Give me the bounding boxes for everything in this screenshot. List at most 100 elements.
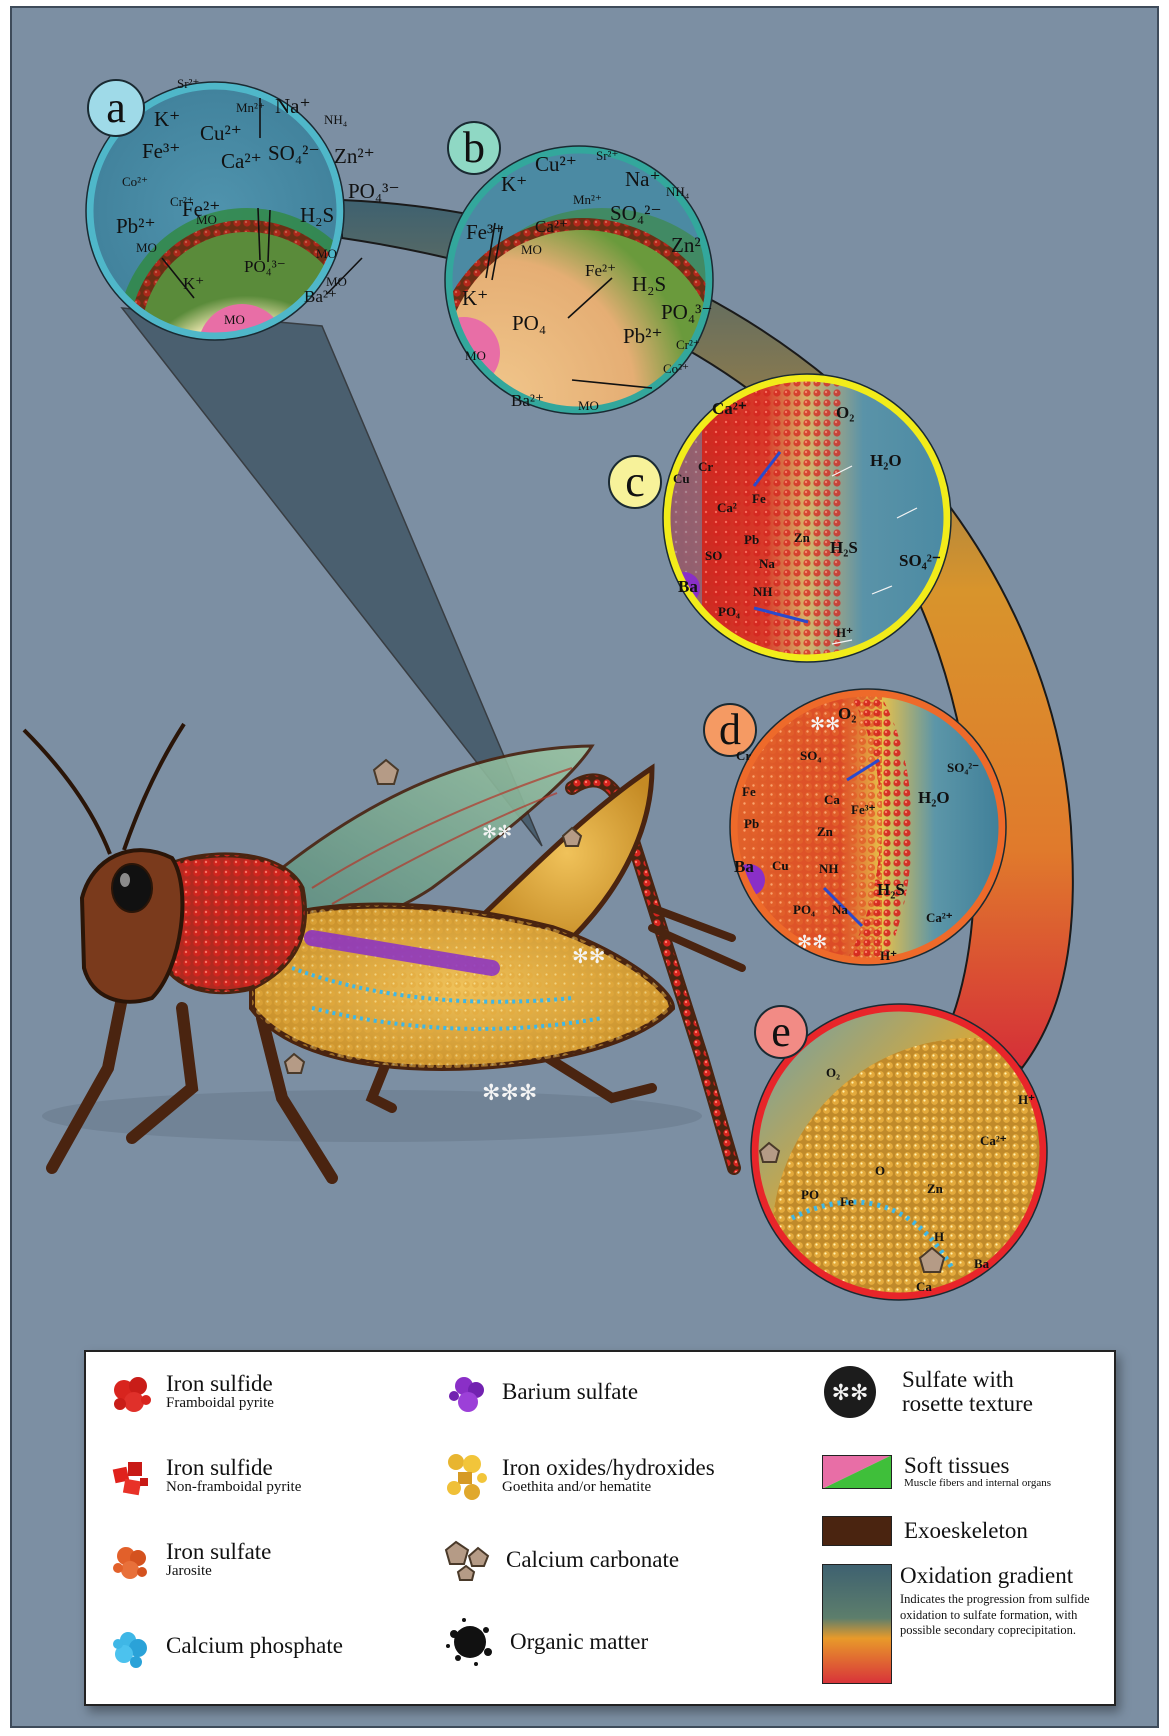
legend-title: Iron sulfide: [166, 1456, 301, 1480]
ion-label: Na⁺: [625, 167, 661, 191]
ion-label: NH₄: [666, 184, 690, 199]
legend-item-calcium-phosphate: Calcium phosphate: [106, 1622, 343, 1670]
svg-text:d: d: [719, 705, 741, 754]
legend-title: Oxidation gradient: [900, 1564, 1100, 1588]
non-framboidal-pyrite-icon: [106, 1452, 154, 1500]
ion-label: H₂S: [830, 538, 858, 557]
ion-label: PO₄³⁻: [244, 257, 286, 276]
legend-item-organic-matter: Organic matter: [442, 1614, 648, 1670]
ion-label: Fe³⁺: [466, 220, 504, 244]
legend-title: Barium sulfate: [502, 1380, 638, 1404]
calcium-phosphate-icon: [106, 1622, 154, 1670]
legend-title: Iron oxides/hydroxides: [502, 1456, 715, 1480]
ion-label: SO₄²⁻: [268, 141, 320, 165]
ion-label: Zn²: [671, 233, 701, 257]
ion-label: Pb: [744, 532, 759, 547]
ion-label: NH₄: [324, 112, 348, 127]
panel-d: ✻✻ ✻✻: [730, 688, 1006, 968]
legend-subtitle: Indicates the progression from sulfide o…: [900, 1592, 1100, 1639]
ion-label: Co²⁺: [663, 361, 689, 376]
legend-title: Calcium carbonate: [506, 1548, 679, 1572]
legend-title: Soft tissues: [904, 1454, 1051, 1478]
ion-label: O₂: [838, 704, 856, 723]
ion-label: O: [875, 1163, 885, 1178]
ion-label: PO₄: [793, 902, 815, 917]
exoskeleton-icon: [822, 1516, 892, 1546]
panel-c-badge: c: [609, 456, 661, 508]
ion-label: Ca²⁺: [535, 217, 568, 236]
ion-label: H₂O: [870, 451, 902, 470]
ion-label: MO: [136, 240, 157, 255]
ion-label: Cr: [736, 748, 751, 763]
svg-text:e: e: [771, 1007, 791, 1056]
svg-text:✻✻✻: ✻✻✻: [482, 1081, 537, 1106]
ion-label: Ba²⁺: [511, 391, 544, 410]
ion-label: Na⁺: [275, 94, 311, 118]
legend-subtitle: Goethita and/or hematite: [502, 1480, 715, 1496]
legend-title: Exoeskeleton: [904, 1519, 1028, 1543]
ion-label: Mn²⁺: [573, 192, 602, 207]
ion-label: K⁺: [154, 107, 180, 131]
ion-label: Zn²⁺: [334, 144, 375, 168]
ion-label: Sr²⁺: [596, 148, 618, 163]
ion-label: H⁺: [836, 625, 853, 640]
ion-label: H⁺: [880, 948, 897, 963]
ion-label: Fe: [742, 784, 756, 799]
figure-frame: ✻✻✻ ✻✻ ✻✻: [10, 6, 1159, 1728]
legend-item-barium-sulfate: Barium sulfate: [442, 1368, 638, 1416]
panel-b-badge: b: [448, 122, 500, 174]
ion-label: MO: [196, 212, 217, 227]
ion-label: Zn: [817, 824, 834, 839]
legend-item-calcium-carbonate: Calcium carbonate: [442, 1536, 679, 1584]
ion-label: NH: [819, 861, 839, 876]
ion-label: O₂: [826, 1065, 840, 1080]
rosette-sulfate-icon: ✻✻: [822, 1364, 878, 1420]
framboidal-pyrite-icon: [106, 1368, 154, 1416]
svg-text:a: a: [106, 83, 126, 132]
ion-label: MO: [326, 274, 347, 289]
svg-text:b: b: [463, 123, 485, 172]
calcium-carbonate-icon: [442, 1536, 494, 1584]
ion-label: Ca: [916, 1279, 932, 1294]
soft-tissues-icon: [822, 1455, 892, 1489]
ion-label: Na: [832, 902, 848, 917]
ion-label: K⁺: [183, 274, 204, 293]
legend-subtitle: Muscle fibers and internal organs: [904, 1478, 1051, 1490]
ion-label: Ca²⁺: [926, 910, 953, 925]
ion-label: Cu²⁺: [535, 152, 577, 176]
ion-label: Ca²⁺: [712, 399, 747, 418]
barium-sulfate-icon: [442, 1368, 490, 1416]
ion-label: Co²⁺: [122, 174, 148, 189]
iron-oxides-icon: [442, 1448, 490, 1504]
ion-label: Fe³⁺: [142, 139, 180, 163]
svg-text:✻✻: ✻✻: [832, 1381, 869, 1406]
ion-label: Cu²⁺: [200, 121, 242, 145]
ion-label: SO₄²⁻: [899, 551, 941, 570]
legend-box: Iron sulfideFramboidal pyrite Iron sulfi…: [84, 1350, 1116, 1706]
svg-text:✻✻: ✻✻: [482, 822, 512, 843]
legend-item-exoskeleton: Exoeskeleton: [822, 1516, 1028, 1546]
ion-label: Ca²⁺: [221, 149, 262, 173]
legend-title: Sulfate with rosette texture: [902, 1368, 1052, 1416]
ion-label: SO₄²⁻: [610, 201, 662, 225]
ion-label: Fe³⁺: [851, 802, 876, 817]
ion-label: Sr²⁺: [177, 76, 199, 91]
panel-c: [662, 374, 951, 668]
legend-item-non-framboidal-pyrite: Iron sulfideNon-framboidal pyrite: [106, 1452, 301, 1500]
ion-label: Cu: [673, 471, 690, 486]
svg-text:✻✻: ✻✻: [797, 932, 827, 953]
ion-label: PO: [801, 1187, 819, 1202]
legend-title: Calcium phosphate: [166, 1634, 343, 1658]
ion-label: H₂S: [632, 272, 666, 296]
legend-title: Organic matter: [510, 1630, 648, 1654]
ion-label: PO₄: [718, 604, 740, 619]
ion-label: H: [934, 1229, 944, 1244]
ion-label: H⁺: [1018, 1092, 1035, 1107]
ion-label: Ba: [974, 1256, 990, 1271]
ion-label: Ca²: [717, 500, 737, 515]
ion-label: NH: [753, 584, 773, 599]
legend-title: Iron sulfate: [166, 1540, 271, 1564]
